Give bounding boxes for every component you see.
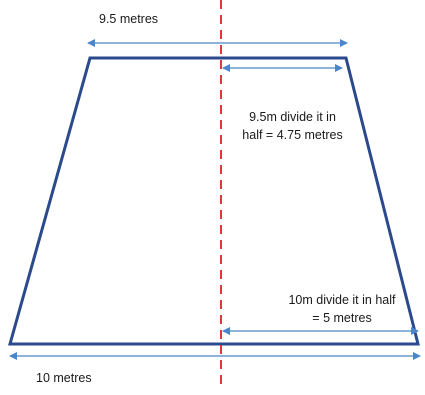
bottom-half-label: 10m divide it in half = 5 metres bbox=[259, 291, 425, 327]
bottom-half-label-line1: 10m divide it in half bbox=[288, 293, 396, 307]
bottom-half-label-line2: = 5 metres bbox=[312, 311, 372, 325]
bottom-width-label: 10 metres bbox=[36, 371, 92, 385]
top-width-label: 9.5 metres bbox=[99, 12, 159, 26]
top-half-label-line2: half = 4.75 metres bbox=[242, 128, 343, 142]
top-half-label-line1: 9.5m divide it in bbox=[249, 110, 336, 124]
trapezoid-shape bbox=[8, 56, 420, 346]
top-half-label: 9.5m divide it in half = 4.75 metres bbox=[210, 108, 375, 144]
